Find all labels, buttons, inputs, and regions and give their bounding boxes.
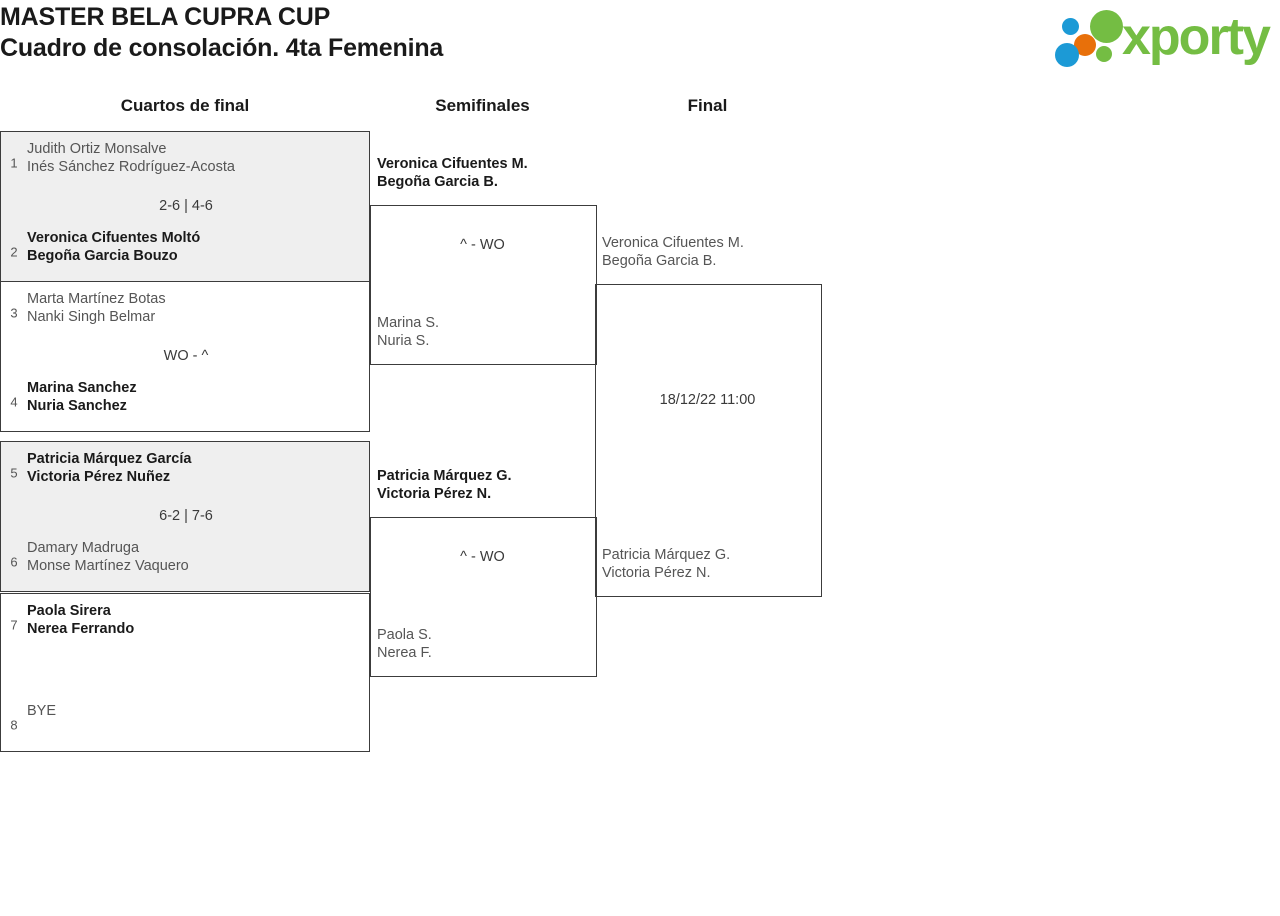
- player-names: Judith Ortiz Monsalve Inés Sánchez Rodrí…: [27, 140, 363, 176]
- match-box: [595, 284, 822, 597]
- player-name: Patricia Márquez G.: [377, 468, 512, 484]
- match-schedule: 18/12/22 11:00: [659, 392, 756, 408]
- match-score: 6-2 | 7-6: [159, 508, 213, 524]
- logo-dot-green-large: [1090, 10, 1123, 43]
- match-team-bottom: 4 Marina Sanchez Nuria Sanchez: [1, 379, 371, 425]
- player-names: Veronica Cifuentes Moltó Begoña Garcia B…: [27, 229, 363, 265]
- match-team-top: 7 Paola Sirera Nerea Ferrando: [1, 602, 371, 648]
- seed-number: 1: [10, 155, 18, 171]
- logo-wordmark: xporty: [1122, 8, 1271, 66]
- round-header-final: Final: [687, 96, 728, 115]
- player-name: Nerea F.: [377, 645, 432, 661]
- player-name: Judith Ortiz Monsalve: [27, 141, 167, 157]
- player-name: Victoria Pérez N.: [602, 565, 711, 581]
- player-name: Marta Martínez Botas: [27, 291, 166, 307]
- match-box: [370, 517, 597, 677]
- player-name: Victoria Pérez N.: [377, 486, 492, 502]
- logo-dot-orange: [1074, 34, 1096, 56]
- logo-dot-blue-bottom: [1055, 43, 1079, 67]
- match-team-bottom: Paola S. Nerea F.: [377, 626, 432, 662]
- tournament-title-block: MASTER BELA CUPRA CUP Cuadro de consolac…: [0, 2, 443, 64]
- seed-number: 7: [10, 617, 18, 633]
- logo-dots-icon: [1048, 6, 1126, 68]
- xporty-logo[interactable]: xporty: [1048, 6, 1276, 68]
- player-name: Inés Sánchez Rodríguez-Acosta: [27, 159, 235, 175]
- match-card[interactable]: 5 Patricia Márquez García Victoria Pérez…: [0, 441, 370, 592]
- player-name: Paola Sirera: [27, 603, 111, 619]
- match-card[interactable]: 3 Marta Martínez Botas Nanki Singh Belma…: [0, 281, 370, 432]
- player-name: Begoña Garcia B.: [377, 174, 498, 190]
- player-name: Nuria S.: [377, 333, 430, 349]
- seed-number: 8: [10, 717, 18, 733]
- player-name: Veronica Cifuentes Moltó: [27, 230, 201, 246]
- player-name: Begoña Garcia Bouzo: [27, 248, 178, 264]
- seed-number: 6: [10, 554, 18, 570]
- seed-number: 2: [10, 244, 18, 260]
- player-name: Marina Sanchez: [27, 380, 137, 396]
- player-names: Patricia Márquez García Victoria Pérez N…: [27, 450, 363, 486]
- match-team-top: 1 Judith Ortiz Monsalve Inés Sánchez Rod…: [1, 140, 371, 186]
- player-name: Nanki Singh Belmar: [27, 309, 156, 325]
- player-names: Paola Sirera Nerea Ferrando: [27, 602, 363, 638]
- match-card[interactable]: Patricia Márquez G. Victoria Pérez N. ^ …: [370, 468, 597, 677]
- match-team-bottom: 6 Damary Madruga Monse Martínez Vaquero: [1, 539, 371, 585]
- page-header: MASTER BELA CUPRA CUP Cuadro de consolac…: [0, 0, 1280, 78]
- round-header-quarterfinals: Cuartos de final: [120, 96, 250, 115]
- player-names: Marta Martínez Botas Nanki Singh Belmar: [27, 290, 363, 326]
- seed-number: 4: [10, 394, 18, 410]
- player-name: Patricia Márquez García: [27, 451, 192, 467]
- player-name: Veronica Cifuentes M.: [377, 156, 528, 172]
- player-name: Nuria Sanchez: [27, 398, 127, 414]
- seed-number: 5: [10, 465, 18, 481]
- player-name: BYE: [27, 703, 57, 719]
- match-team-bottom: 2 Veronica Cifuentes Moltó Begoña Garcia…: [1, 229, 371, 275]
- logo-dot-green-small: [1096, 46, 1112, 62]
- player-name: Veronica Cifuentes M.: [602, 235, 744, 251]
- match-score: WO - ^: [163, 348, 209, 364]
- match-score: ^ - WO: [460, 237, 505, 253]
- match-card[interactable]: Veronica Cifuentes M. Begoña Garcia B. 1…: [595, 235, 822, 597]
- seed-number: 3: [10, 305, 18, 321]
- player-names: Marina Sanchez Nuria Sanchez: [27, 379, 363, 415]
- match-team-top: 5 Patricia Márquez García Victoria Pérez…: [1, 450, 371, 496]
- player-names: BYE: [27, 702, 363, 720]
- match-card[interactable]: Veronica Cifuentes M. Begoña Garcia B. ^…: [370, 156, 597, 365]
- player-name: Damary Madruga: [27, 540, 140, 556]
- match-team-bottom: Patricia Márquez G. Victoria Pérez N.: [602, 546, 730, 582]
- round-header-semifinals: Semifinales: [435, 96, 530, 115]
- player-name: Paola S.: [377, 627, 432, 643]
- draw-subtitle: Cuadro de consolación. 4ta Femenina: [0, 34, 444, 62]
- match-team-top: 3 Marta Martínez Botas Nanki Singh Belma…: [1, 290, 371, 336]
- match-box: [370, 205, 597, 365]
- player-name: Nerea Ferrando: [27, 621, 135, 637]
- match-score: 2-6 | 4-6: [159, 198, 213, 214]
- player-name: Victoria Pérez Nuñez: [27, 469, 171, 485]
- logo-dot-blue-top: [1062, 18, 1079, 35]
- player-name: Monse Martínez Vaquero: [27, 558, 189, 574]
- match-team-top: Veronica Cifuentes M. Begoña Garcia B.: [377, 155, 528, 191]
- player-name: Marina S.: [377, 315, 440, 331]
- player-names: Damary Madruga Monse Martínez Vaquero: [27, 539, 363, 575]
- match-team-top: Veronica Cifuentes M. Begoña Garcia B.: [602, 234, 744, 270]
- match-score: ^ - WO: [460, 549, 505, 565]
- match-team-bottom: Marina S. Nuria S.: [377, 314, 439, 350]
- match-team-bottom: 8 BYE: [1, 702, 371, 748]
- player-name: Patricia Márquez G.: [602, 547, 731, 563]
- tournament-name: MASTER BELA CUPRA CUP: [0, 3, 331, 31]
- match-card[interactable]: 7 Paola Sirera Nerea Ferrando 8 BYE: [0, 593, 370, 752]
- match-card[interactable]: 1 Judith Ortiz Monsalve Inés Sánchez Rod…: [0, 131, 370, 282]
- match-team-top: Patricia Márquez G. Victoria Pérez N.: [377, 467, 512, 503]
- player-name: Begoña Garcia B.: [602, 253, 717, 269]
